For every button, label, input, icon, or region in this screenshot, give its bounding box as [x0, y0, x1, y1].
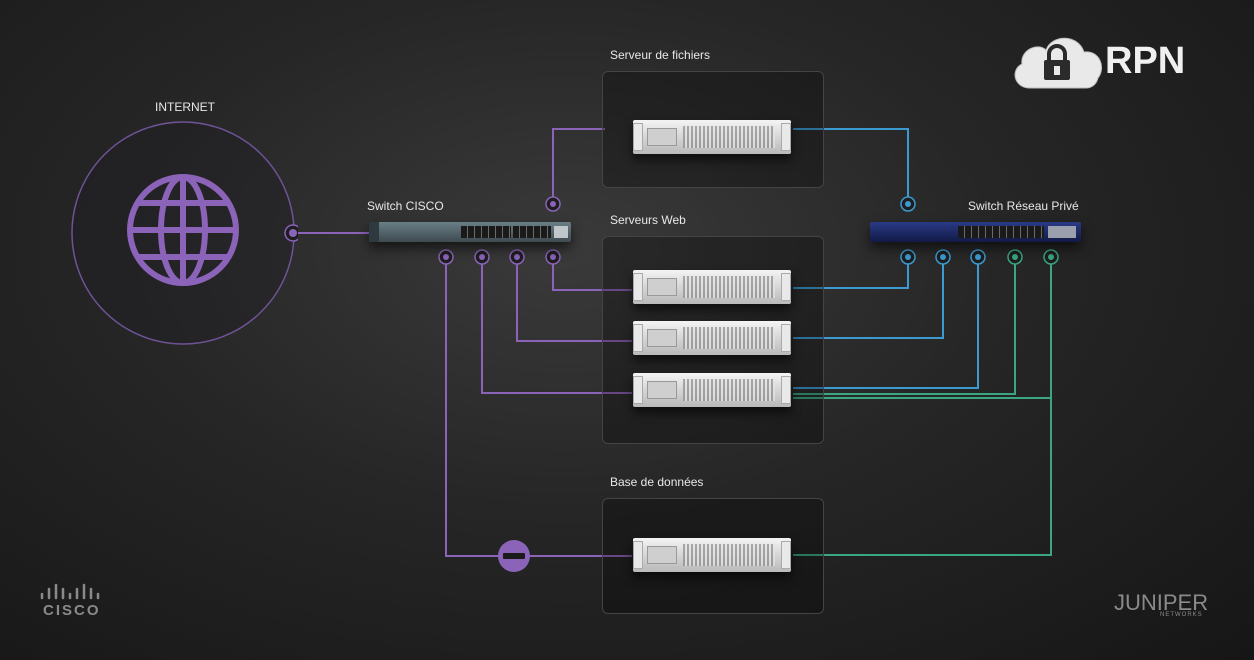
link-web3-green-b [793, 257, 1052, 399]
link-cisco-web3 [481, 257, 632, 394]
web-server-2 [633, 321, 791, 355]
internet-label: INTERNET [155, 100, 215, 114]
switch-prive [870, 222, 1081, 242]
globe-icon [127, 174, 239, 286]
database-label: Base de données [610, 475, 704, 489]
blocked-icon [498, 540, 530, 572]
switch-cisco [369, 222, 571, 242]
switch-prive-label: Switch Réseau Privé [968, 199, 1079, 213]
web-server-3 [633, 373, 791, 407]
link-cisco-web1 [552, 257, 632, 291]
link-web3-green-a [793, 257, 1016, 395]
web-server-1 [633, 270, 791, 304]
cloud-lock-icon [1014, 37, 1102, 89]
web-servers-label: Serveurs Web [610, 213, 686, 227]
juniper-logo-text: JUNIPER [1114, 590, 1209, 615]
internet-node [71, 121, 298, 345]
file-server-label: Serveur de fichiers [610, 48, 711, 62]
link-web1-private [793, 257, 909, 289]
link-db-private [793, 398, 1052, 556]
file-server [633, 120, 791, 154]
link-web2-private [793, 257, 944, 339]
link-cisco-web2 [516, 257, 632, 342]
link-web3-private [793, 257, 979, 389]
link-cisco-db [445, 257, 632, 557]
link-file-private [793, 128, 909, 204]
juniper-logo-subtext: NETWORKS [1160, 612, 1203, 618]
switch-cisco-label: Switch CISCO [367, 199, 444, 213]
rpn-logo-text: RPN [1105, 40, 1186, 82]
link-cisco-fileserver [552, 128, 605, 204]
database-server [633, 538, 791, 572]
cisco-bars-icon [40, 583, 100, 600]
cisco-logo-text: CISCO [43, 602, 101, 619]
